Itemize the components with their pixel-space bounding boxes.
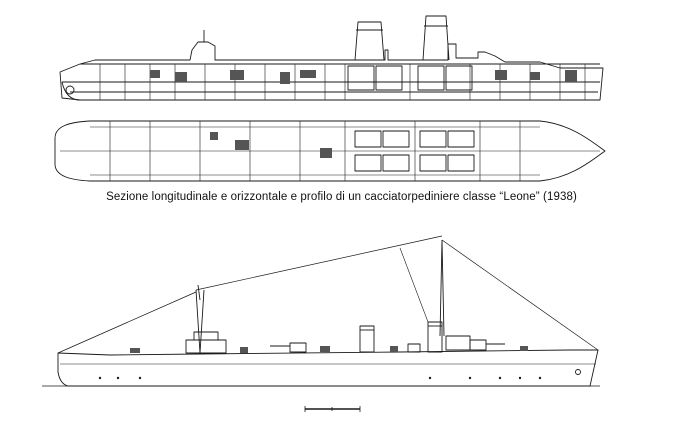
- ship-profile: [42, 235, 600, 387]
- longitudinal-section: [59, 15, 604, 101]
- scale-bar: [304, 406, 361, 412]
- horizontal-section: [54, 120, 606, 182]
- figure-caption: Sezione longitudinale e orizzontale e pr…: [106, 191, 577, 203]
